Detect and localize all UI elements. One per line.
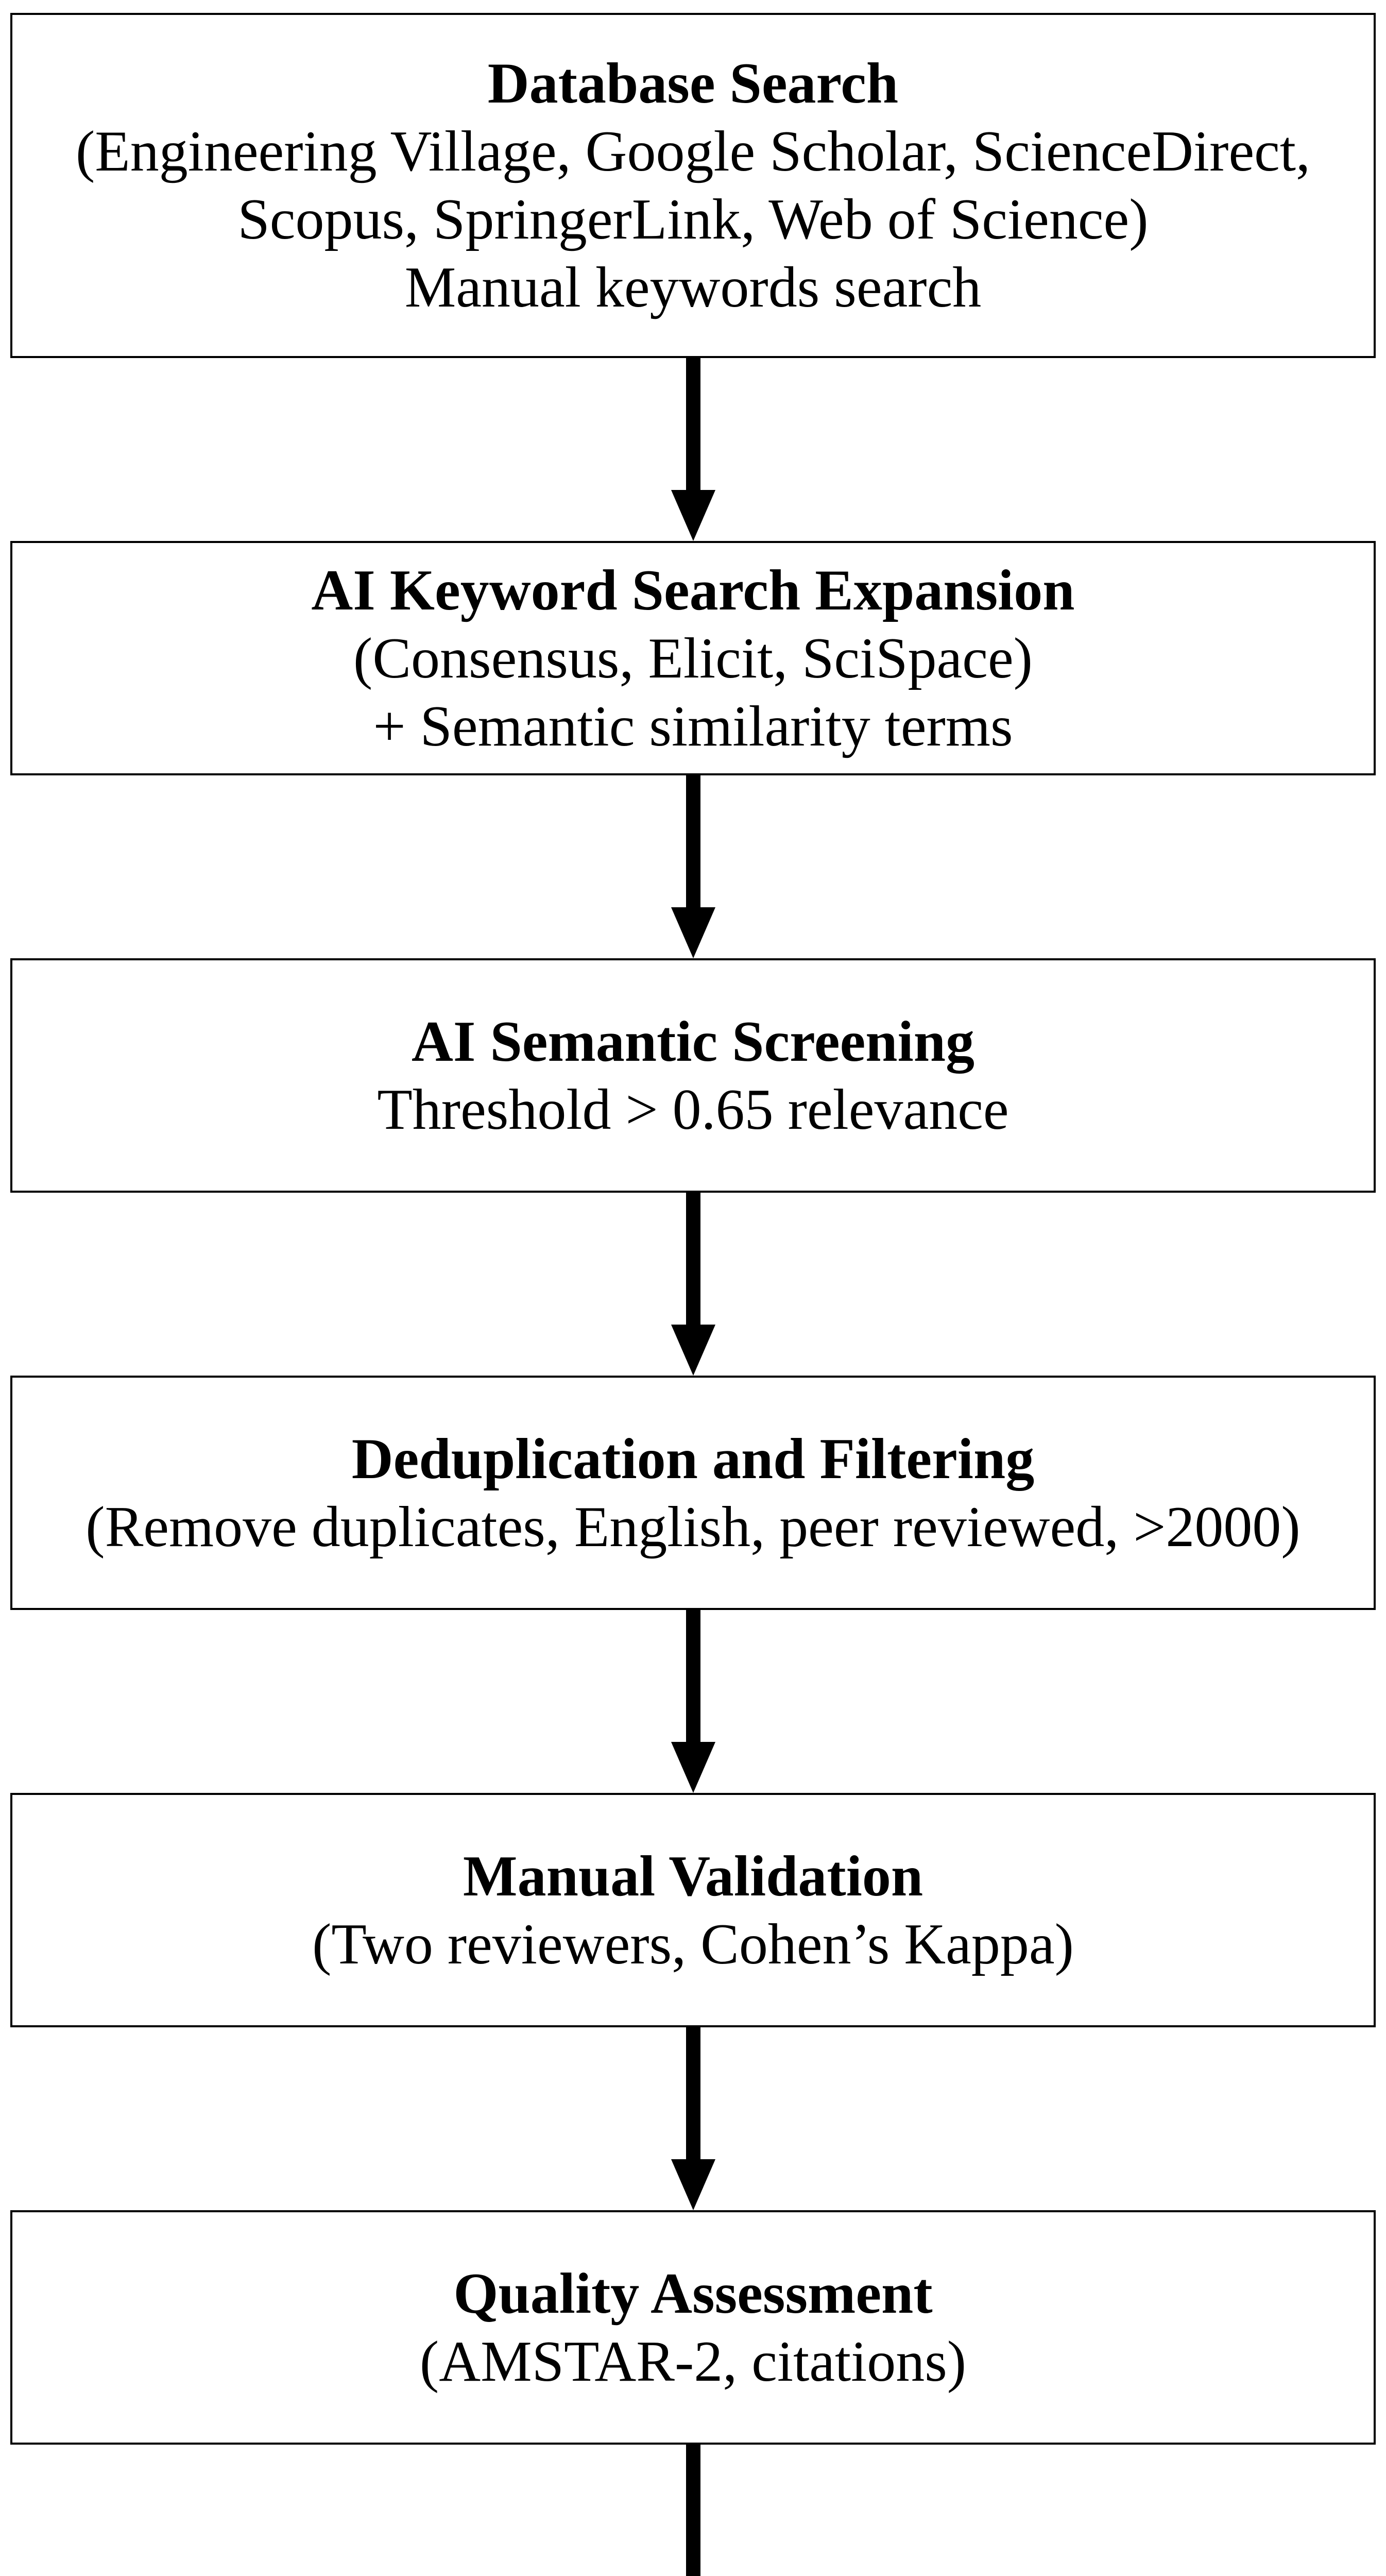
step-box-1: Database Search (Engineering Village, Go… (10, 13, 1376, 358)
step-box-6: Quality Assessment (AMSTAR-2, citations) (10, 2210, 1376, 2445)
step-subtitle-line: (Two reviewers, Cohen’s Kappa) (312, 1912, 1074, 1976)
down-arrow (10, 2445, 1376, 2576)
down-arrow-icon (686, 2445, 700, 2576)
down-arrow (10, 1193, 1376, 1376)
down-arrow-icon (671, 358, 715, 541)
step-box-4: Deduplication and Filtering (Remove dupl… (10, 1376, 1376, 1610)
step-subtitle-line: Scopus, SpringerLink, Web of Science) (237, 188, 1149, 251)
step-subtitle-line: (Engineering Village, Google Scholar, Sc… (75, 120, 1310, 183)
step-box-2: AI Keyword Search Expansion (Consensus, … (10, 541, 1376, 775)
step-title: AI Keyword Search Expansion (311, 558, 1075, 622)
down-arrow (10, 2027, 1376, 2210)
step-box-5: Manual Validation (Two reviewers, Cohen’… (10, 1793, 1376, 2027)
step-subtitle-line: (AMSTAR-2, citations) (419, 2329, 967, 2394)
down-arrow-icon (671, 775, 715, 958)
step-title: Deduplication and Filtering (351, 1427, 1035, 1491)
down-arrow (10, 358, 1376, 541)
step-title: AI Semantic Screening (412, 1009, 974, 1074)
step-subtitle-line: (Consensus, Elicit, SciSpace) (353, 626, 1033, 690)
down-arrow (10, 1610, 1376, 1793)
step-subtitle-line: (Remove duplicates, English, peer review… (85, 1495, 1301, 1559)
down-arrow-icon (671, 1193, 715, 1376)
step-title: Manual Validation (463, 1844, 923, 1908)
step-title: Database Search (487, 52, 899, 115)
down-arrow-icon (671, 2027, 715, 2210)
step-subtitle-line: Manual keywords search (404, 256, 982, 319)
step-title: Quality Assessment (453, 2261, 933, 2326)
step-subtitle-line: + Semantic similarity terms (373, 694, 1013, 758)
flowchart: Database Search (Engineering Village, Go… (10, 13, 1376, 2576)
down-arrow (10, 775, 1376, 958)
step-box-3: AI Semantic Screening Threshold > 0.65 r… (10, 958, 1376, 1193)
step-subtitle-line: Threshold > 0.65 relevance (377, 1077, 1009, 1142)
down-arrow-icon (671, 1610, 715, 1793)
